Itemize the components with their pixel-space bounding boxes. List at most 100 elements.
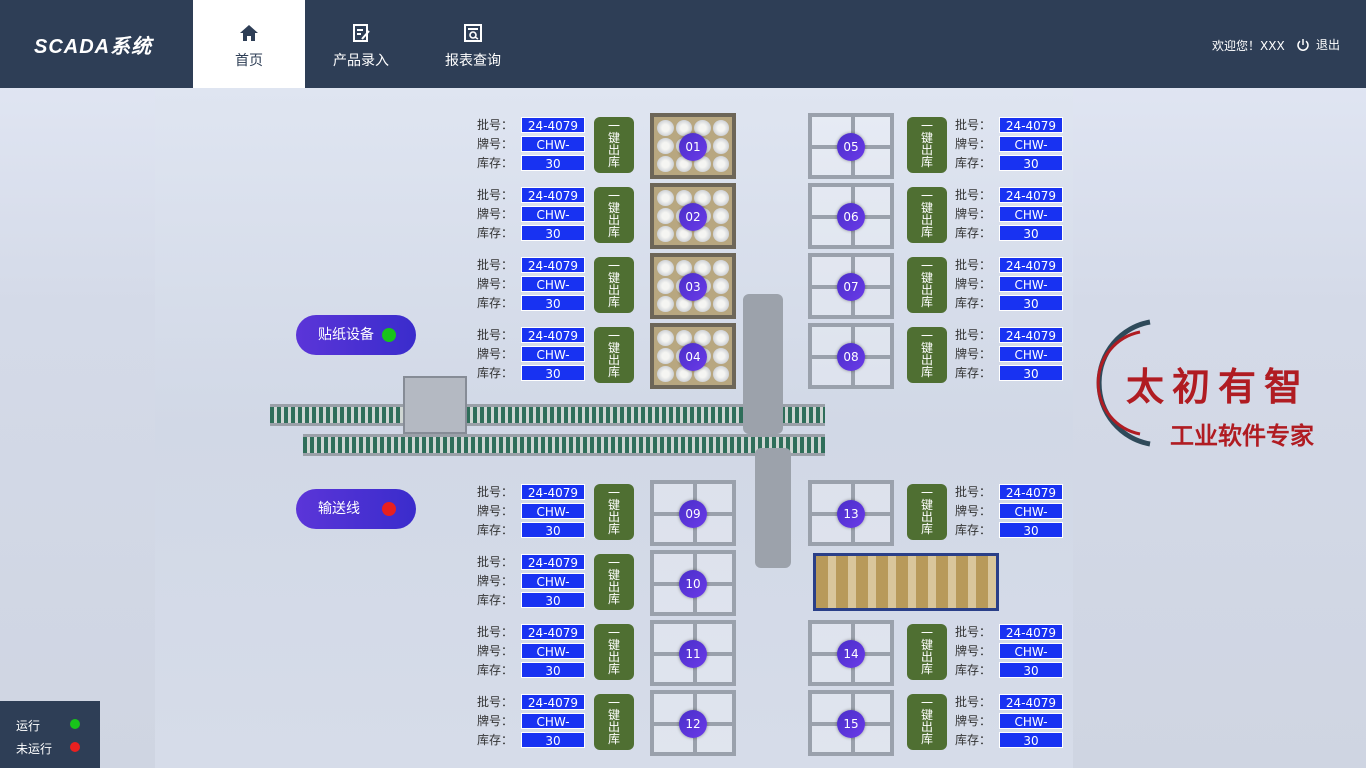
rack-number-badge[interactable]: 09	[679, 500, 707, 528]
field-value-stock: 30	[521, 155, 585, 171]
one-click-outbound-button[interactable]: 一键出库	[907, 694, 947, 750]
field-label-brand: 牌号：	[955, 277, 992, 291]
rack-number-badge[interactable]: 07	[837, 273, 865, 301]
one-click-outbound-button[interactable]: 一键出库	[594, 694, 634, 750]
rack-number-badge[interactable]: 02	[679, 203, 707, 231]
one-click-outbound-button[interactable]: 一键出库	[907, 187, 947, 243]
paper-roll	[694, 330, 711, 346]
field-label-stock: 库存：	[955, 733, 992, 747]
field-label-stock: 库存：	[477, 296, 514, 310]
rack-number-badge[interactable]: 11	[679, 640, 707, 668]
field-label-stock: 库存：	[955, 523, 992, 537]
rack-number-badge[interactable]: 03	[679, 273, 707, 301]
one-click-outbound-button[interactable]: 一键出库	[594, 117, 634, 173]
field-label-brand: 牌号：	[477, 207, 514, 221]
conveyor-upper	[270, 404, 825, 426]
conveyor-line-status-dot	[382, 502, 396, 516]
paper-roll	[694, 120, 711, 136]
field-label-batch: 批号：	[477, 188, 514, 202]
tab-report-query-label: 报表查询	[445, 53, 501, 69]
field-label-brand: 牌号：	[477, 347, 514, 361]
tab-home[interactable]: 首页	[193, 0, 305, 88]
top-navigation-bar: SCADA系统 首页 产品录入 报表查询 欢迎您！XXX 退出	[0, 0, 1366, 88]
field-label-batch: 批号：	[477, 695, 514, 709]
conveyor-line-button[interactable]: 输送线	[296, 489, 416, 529]
rack-number-badge[interactable]: 14	[837, 640, 865, 668]
brand-logo: 太初有智 工业软件专家	[1096, 319, 1314, 448]
one-click-outbound-button[interactable]: 一键出库	[594, 187, 634, 243]
field-value-stock: 30	[521, 662, 585, 678]
tab-product-entry[interactable]: 产品录入	[305, 0, 417, 88]
paper-roll	[712, 296, 729, 312]
legend-stopped-label: 未运行	[16, 742, 53, 756]
field-label-stock: 库存：	[955, 296, 992, 310]
rack-number-badge[interactable]: 12	[679, 710, 707, 738]
one-click-outbound-label: 一键出库	[921, 189, 934, 239]
field-label-batch: 批号：	[955, 188, 992, 202]
one-click-outbound-label: 一键出库	[921, 626, 934, 676]
one-click-outbound-button[interactable]: 一键出库	[907, 484, 947, 540]
rack-number-badge[interactable]: 01	[679, 133, 707, 161]
labeling-device-label: 贴纸设备	[318, 327, 374, 343]
paper-roll	[712, 348, 729, 364]
welcome-text: 欢迎您！XXX	[1212, 39, 1285, 53]
one-click-outbound-button[interactable]: 一键出库	[594, 484, 634, 540]
tab-report-query[interactable]: 报表查询	[417, 0, 529, 88]
field-value-stock: 30	[521, 732, 585, 748]
labeling-device-button[interactable]: 贴纸设备	[296, 315, 416, 355]
field-label-brand: 牌号：	[477, 277, 514, 291]
rack-number-badge[interactable]: 04	[679, 343, 707, 371]
rack-number-badge[interactable]: 15	[837, 710, 865, 738]
field-value-brand: CHW-5060	[521, 643, 585, 675]
one-click-outbound-button[interactable]: 一键出库	[594, 624, 634, 680]
one-click-outbound-button[interactable]: 一键出库	[594, 554, 634, 610]
field-label-batch: 批号：	[955, 695, 992, 709]
logout-label: 退出	[1316, 38, 1341, 52]
paper-roll	[712, 156, 729, 172]
robot-arm-upper	[743, 294, 783, 434]
rack-number-badge[interactable]: 06	[837, 203, 865, 231]
field-value-stock: 30	[999, 225, 1063, 241]
rack-number-badge[interactable]: 10	[679, 570, 707, 598]
field-value-batch: 24-4079	[999, 187, 1063, 203]
field-label-stock: 库存：	[477, 733, 514, 747]
logout-button[interactable]: 退出	[1296, 36, 1340, 53]
paper-roll	[675, 120, 692, 136]
paper-roll	[675, 260, 692, 276]
legend-stopped-dot	[70, 742, 80, 752]
one-click-outbound-button[interactable]: 一键出库	[907, 117, 947, 173]
one-click-outbound-label: 一键出库	[608, 329, 621, 379]
field-value-stock: 30	[999, 522, 1063, 538]
legend-running-label: 运行	[16, 719, 41, 733]
brand-name: 太初有智	[1126, 365, 1310, 409]
one-click-outbound-button[interactable]: 一键出库	[907, 257, 947, 313]
field-value-batch: 24-4079	[999, 624, 1063, 640]
rack-number-badge[interactable]: 05	[837, 133, 865, 161]
field-label-brand: 牌号：	[955, 504, 992, 518]
rack-number-badge[interactable]: 08	[837, 343, 865, 371]
paper-roll	[712, 366, 729, 382]
one-click-outbound-label: 一键出库	[608, 626, 621, 676]
one-click-outbound-button[interactable]: 一键出库	[907, 327, 947, 383]
field-value-stock: 30	[999, 155, 1063, 171]
field-value-batch: 24-4079	[521, 624, 585, 640]
paper-roll	[712, 120, 729, 136]
paper-roll	[694, 260, 711, 276]
paper-roll	[657, 260, 674, 276]
rack-03	[650, 253, 736, 319]
field-label-brand: 牌号：	[955, 137, 992, 151]
one-click-outbound-button[interactable]: 一键出库	[594, 257, 634, 313]
labeling-machine	[403, 376, 467, 434]
one-click-outbound-label: 一键出库	[608, 556, 621, 606]
field-value-batch: 24-4079	[521, 327, 585, 343]
field-label-stock: 库存：	[955, 226, 992, 240]
one-click-outbound-button[interactable]: 一键出库	[594, 327, 634, 383]
one-click-outbound-label: 一键出库	[608, 189, 621, 239]
rack-number-badge[interactable]: 13	[837, 500, 865, 528]
one-click-outbound-label: 一键出库	[608, 259, 621, 309]
one-click-outbound-button[interactable]: 一键出库	[907, 624, 947, 680]
